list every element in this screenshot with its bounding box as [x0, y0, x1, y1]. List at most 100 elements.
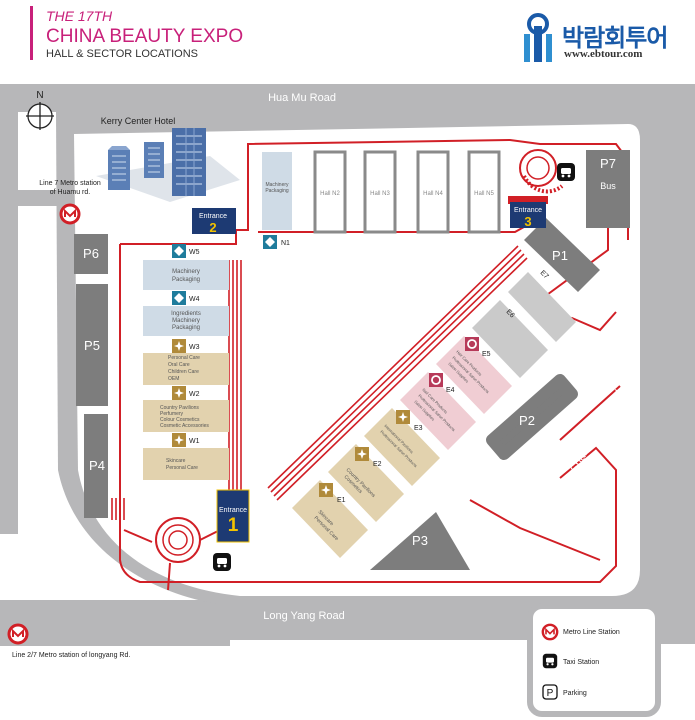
hall-n5: Hall N5 — [467, 150, 501, 234]
svg-text:W3: W3 — [189, 344, 200, 351]
hall-e5: E5 Hair Care Products Professional Salon… — [436, 336, 512, 414]
hall-w2: W2 Country Pavilions Perfumery Colour Co… — [143, 386, 229, 432]
hotel-tower-2 — [144, 142, 164, 178]
legend-metro-icon — [541, 623, 559, 641]
star-sector-icon — [396, 410, 410, 424]
svg-text:OEM: OEM — [168, 376, 179, 382]
kerry-center-hotel: Kerry Center Hotel — [96, 116, 240, 202]
svg-text:P4: P4 — [89, 458, 105, 473]
expo-title: CHINA BEAUTY EXPO — [46, 26, 244, 47]
metro-station-icon — [59, 203, 81, 225]
parking-p2: P2 — [486, 374, 578, 460]
svg-text:E2: E2 — [373, 461, 382, 468]
svg-text:Skincare: Skincare — [166, 458, 186, 464]
compass-north-label: N — [36, 90, 43, 101]
svg-text:Colour Cosmetics: Colour Cosmetics — [160, 417, 200, 423]
legend-taxi-icon — [542, 653, 558, 669]
bus-label: Bus — [600, 181, 616, 191]
hall-e2: E2 Country Pavilions Cosmetics — [328, 444, 404, 522]
svg-text:P2: P2 — [519, 413, 535, 428]
svg-text:1: 1 — [228, 515, 239, 536]
svg-text:P7: P7 — [600, 156, 616, 171]
svg-text:Entrance: Entrance — [514, 207, 542, 214]
metro-station-icon — [7, 623, 29, 645]
logo-url: www.ebtour.com — [564, 48, 643, 60]
north-halls: Machinery Packaging N1 Hall N2 Hall N3 H… — [262, 150, 501, 249]
ring-sector-icon — [428, 372, 444, 388]
parking-p4: P4 — [84, 414, 108, 518]
svg-text:W1: W1 — [189, 438, 200, 445]
compass: N — [26, 90, 54, 130]
walkways — [111, 245, 528, 520]
legend-metro-label: Metro Line Station — [563, 629, 620, 636]
metro-station-huamu: Line 7 Metro station of Huamu rd. — [39, 180, 101, 225]
hall-n1: Machinery Packaging N1 — [262, 152, 292, 249]
taxi-station-icon — [557, 163, 575, 181]
diamond-sector-icon — [172, 291, 186, 305]
svg-text:W4: W4 — [189, 296, 200, 303]
header-accent-bar — [30, 6, 33, 60]
svg-text:E3: E3 — [414, 425, 423, 432]
hall-w5: W5 Machinery Packaging — [143, 244, 229, 290]
east-halls: E1 Skincare Personal Care E2 Country Pav… — [292, 269, 576, 558]
legend-parking-icon — [542, 684, 558, 700]
svg-text:Perfumery: Perfumery — [160, 411, 184, 417]
hall-w1: W1 Skincare Personal Care — [143, 433, 229, 480]
svg-text:2: 2 — [209, 220, 216, 235]
parking-p3: P3 — [370, 512, 470, 570]
svg-text:Machinery: Machinery — [172, 318, 200, 324]
road-west-label: Fang Dian Road — [43, 346, 55, 426]
parking-p6: P6 — [74, 234, 108, 274]
metro-bottom-label: Line 2/7 Metro station of longyang Rd. — [12, 652, 130, 659]
legend-parking-label: Parking — [563, 690, 587, 697]
svg-text:Packaging: Packaging — [172, 277, 200, 283]
route-lines — [119, 138, 629, 583]
hall-n3: Hall N3 — [363, 150, 397, 234]
svg-text:Personal Care: Personal Care — [166, 465, 198, 471]
ebtour-logo-mark-icon — [524, 13, 552, 62]
hall-w4: W4 Ingredients Machinery Packaging — [143, 291, 229, 336]
hall-e6: E6 — [472, 300, 548, 378]
svg-text:Packaging: Packaging — [172, 325, 200, 331]
logo-korean-text: 박람회투어 — [562, 25, 668, 52]
svg-text:Personal Care: Personal Care — [168, 355, 200, 361]
svg-text:E5: E5 — [482, 351, 491, 358]
svg-text:P6: P6 — [83, 246, 99, 261]
svg-text:E7: E7 — [539, 269, 550, 280]
entrance-3[interactable]: Entrance 3 — [508, 196, 548, 229]
star-sector-icon — [172, 339, 186, 353]
svg-text:Packaging: Packaging — [265, 188, 289, 194]
svg-text:E4: E4 — [446, 387, 455, 394]
svg-text:Entrance: Entrance — [199, 213, 227, 220]
hall-n4: Hall N4 — [416, 150, 450, 234]
svg-text:Oral Care: Oral Care — [168, 362, 190, 368]
svg-text:W5: W5 — [189, 249, 200, 256]
entrance-2[interactable]: Entrance 2 — [192, 208, 236, 235]
svg-text:Hall N3: Hall N3 — [370, 191, 390, 197]
hotel-label: Kerry Center Hotel — [101, 116, 176, 126]
ring-sector-icon — [464, 336, 480, 352]
svg-text:P5: P5 — [84, 338, 100, 353]
parking-p5: P5 — [76, 284, 108, 406]
star-sector-icon — [172, 433, 186, 447]
legend-parking-symbol: P — [547, 688, 554, 699]
legend-taxi-label: Taxi Station — [563, 659, 599, 666]
expo-edition: THE 17TH — [46, 8, 113, 24]
svg-text:E1: E1 — [337, 497, 346, 504]
entrance-1[interactable]: Entrance 1 — [216, 489, 250, 543]
svg-text:P3: P3 — [412, 533, 428, 548]
metro-top-label-1: Line 7 Metro station — [39, 180, 101, 187]
taxi-station-icon — [213, 553, 231, 571]
road-south-label: Long Yang Road — [263, 610, 345, 622]
svg-text:Hall N2: Hall N2 — [320, 191, 340, 197]
hall-e7: E7 — [508, 269, 576, 342]
expo-subtitle: HALL & SECTOR LOCATIONS — [46, 48, 199, 60]
hall-n2: Hall N2 — [313, 150, 347, 234]
parking-p1: P1 — [524, 218, 600, 292]
star-sector-icon — [319, 483, 333, 497]
hotel-tower-1 — [108, 146, 130, 190]
svg-text:Entrance: Entrance — [219, 507, 247, 514]
star-sector-icon — [172, 386, 186, 400]
svg-text:Children Care: Children Care — [168, 369, 199, 375]
